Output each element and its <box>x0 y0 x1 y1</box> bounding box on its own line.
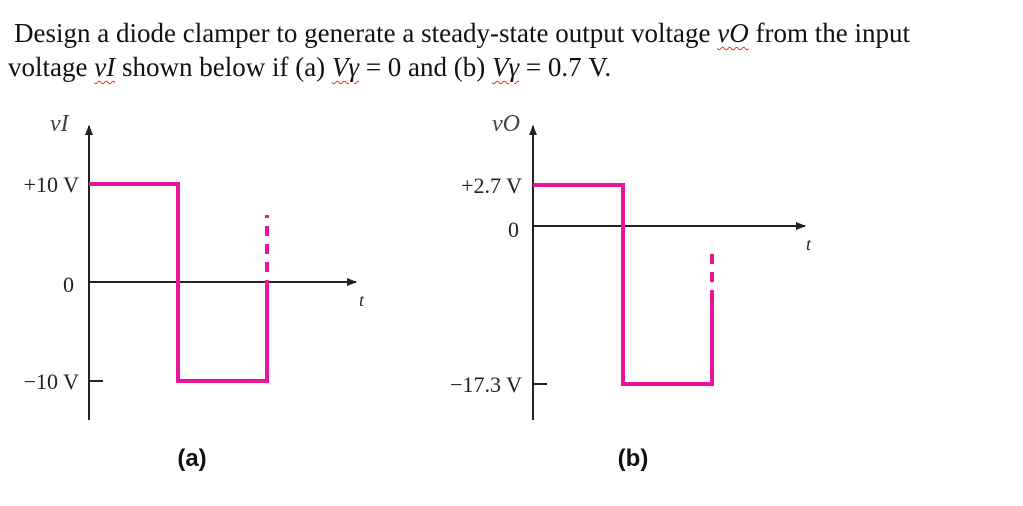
graph-b: vO t +2.7 V 0 −17.3 V (b) <box>450 111 812 472</box>
problem-text: = 0 and (b) <box>359 52 493 82</box>
graph-a-zero-label: 0 <box>63 272 74 297</box>
problem-text: Design a diode clamper to generate a ste… <box>14 18 718 48</box>
graph-b-zero-label: 0 <box>508 217 519 242</box>
v-gamma-variable: Vγ <box>331 52 360 82</box>
problem-statement: Design a diode clamper to generate a ste… <box>8 16 1013 84</box>
graph-a-high-label: +10 V <box>24 172 80 197</box>
graph-b-caption: (b) <box>618 445 649 472</box>
graph-a-caption: (a) <box>177 445 206 472</box>
graph-b-low-label: −17.3 V <box>450 372 522 397</box>
graph-b-waveform <box>533 183 714 386</box>
graph-b-y-axis-name: vO <box>492 111 520 137</box>
v-gamma-variable: Vγ <box>492 52 520 82</box>
graph-a-waveform <box>89 182 269 383</box>
problem-line-1: Design a diode clamper to generate a ste… <box>8 16 1013 50</box>
problem-text: = 0.7 V. <box>519 52 612 82</box>
vo-variable: vO <box>717 18 749 48</box>
problem-text: shown below if (a) <box>115 52 332 82</box>
graph-a-y-axis-name: vI <box>50 111 70 137</box>
graph-b-x-axis-name: t <box>806 234 812 254</box>
graph-a: vI t +10 V 0 −10 V (a) <box>24 111 365 472</box>
problem-text: from the input <box>748 18 910 48</box>
vi-variable: vI <box>94 52 116 82</box>
graph-a-low-label: −10 V <box>24 369 80 394</box>
graph-a-x-axis-name: t <box>359 290 365 310</box>
problem-line-2: voltage vI shown below if (a) Vγ = 0 and… <box>8 50 1013 84</box>
problem-text: voltage <box>8 52 95 82</box>
graph-b-high-label: +2.7 V <box>461 173 522 198</box>
